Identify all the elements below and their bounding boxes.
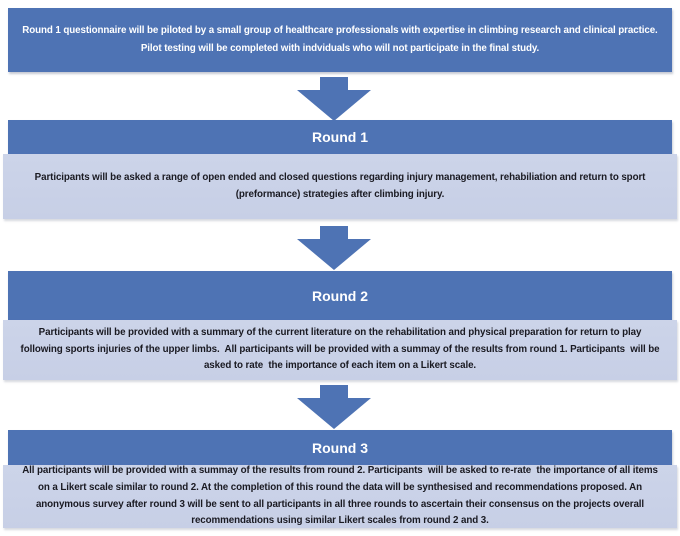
pilot-testing-box: Round 1 questionnaire will be piloted by… bbox=[8, 8, 672, 72]
down-arrow-icon bbox=[297, 385, 371, 429]
round-3-body: All participants will be provided with a… bbox=[3, 465, 677, 528]
round-2-header: Round 2 bbox=[8, 271, 672, 320]
round-3-description: All participants will be provided with a… bbox=[22, 464, 661, 527]
round-3-title: Round 3 bbox=[312, 439, 368, 456]
round-2-body: Participants will be provided with a sum… bbox=[3, 320, 677, 380]
down-arrow-icon bbox=[297, 77, 371, 121]
round-1-header: Round 1 bbox=[8, 120, 672, 154]
pilot-testing-text: Round 1 questionnaire will be piloted by… bbox=[22, 24, 661, 54]
round-2-description: Participants will be provided with a sum… bbox=[20, 326, 663, 372]
round-1-title: Round 1 bbox=[312, 129, 368, 145]
down-arrow-icon bbox=[297, 226, 371, 270]
round-1-body: Participants will be asked a range of op… bbox=[3, 154, 677, 219]
round-2-title: Round 2 bbox=[312, 287, 368, 304]
round-1-description: Participants will be asked a range of op… bbox=[34, 171, 648, 200]
round-3-header: Round 3 bbox=[8, 430, 672, 465]
